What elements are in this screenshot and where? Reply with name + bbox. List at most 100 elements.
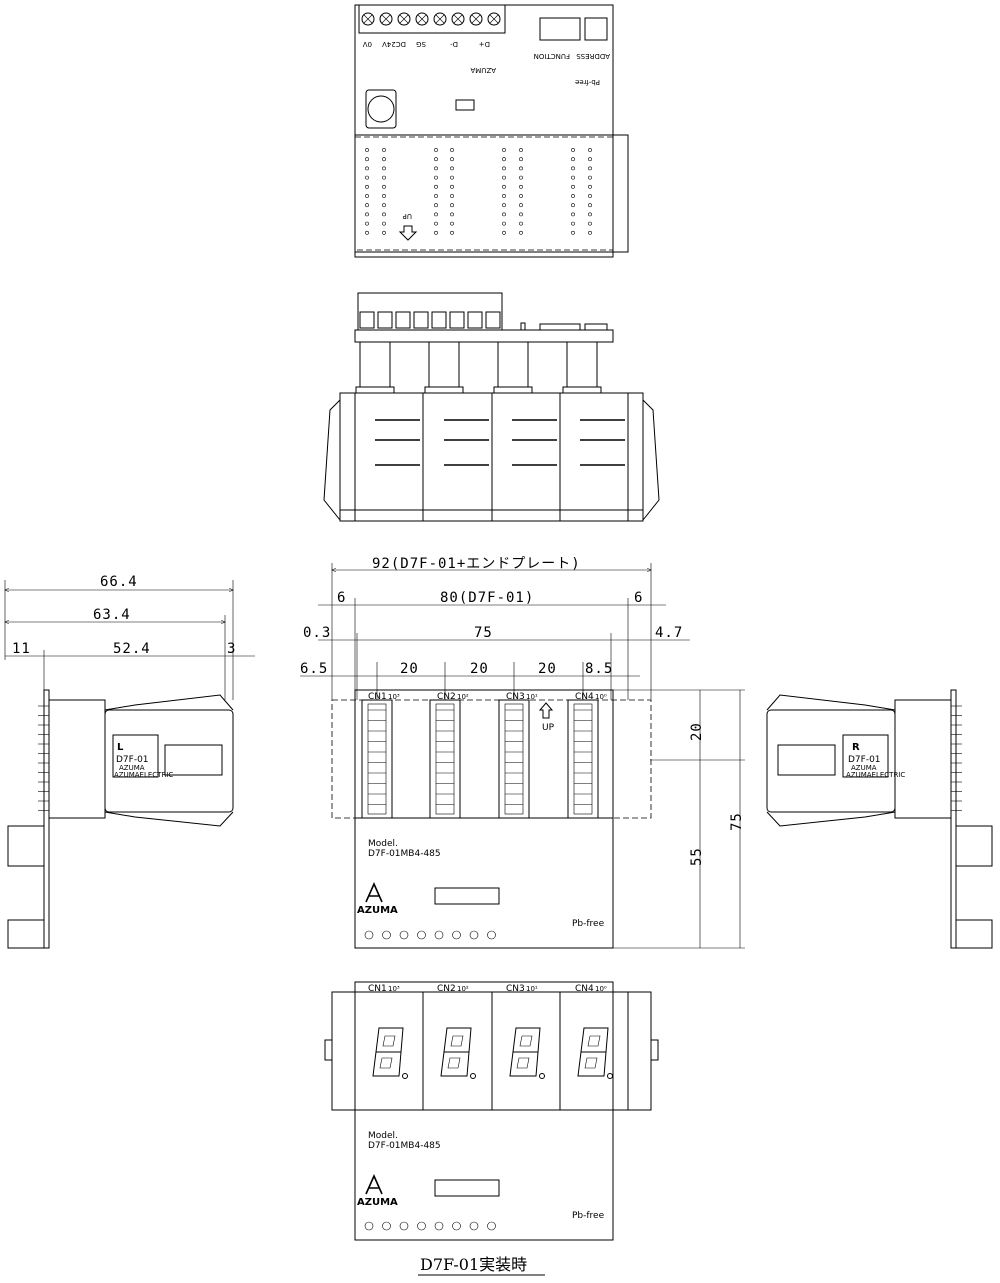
- top-up-label: UP: [403, 212, 412, 220]
- pin-hole: [434, 194, 438, 198]
- screw-slot-icon: [471, 14, 481, 24]
- segment-hole: [516, 1035, 533, 1069]
- disp-cn1-label: CN1: [368, 984, 387, 994]
- pin-hole: [571, 230, 575, 235]
- pin-hole: [382, 212, 386, 217]
- dim-side-total: 66.4: [100, 574, 138, 590]
- pin-hole: [382, 194, 386, 198]
- decimal-point: [607, 1073, 613, 1079]
- top-pbfree: Pb-free: [575, 78, 600, 86]
- pin-hole: [588, 194, 592, 198]
- pin-hole: [365, 203, 369, 208]
- connector-base: [424, 386, 464, 394]
- pin-hole: [382, 184, 386, 189]
- screw-slot-icon: [435, 14, 445, 24]
- trimmer-icon: [382, 1221, 391, 1231]
- trimmer-icon: [417, 1221, 426, 1231]
- pin-hole: [588, 230, 592, 235]
- pin-hole: [382, 221, 386, 226]
- pin-hole: [434, 221, 438, 226]
- dim-pitch-1: 20: [400, 661, 419, 677]
- terminal-screw-icon: [433, 12, 447, 26]
- connector-base: [562, 386, 602, 394]
- connector-base: [493, 386, 533, 394]
- disp-model-number: D7F-01MB4-485: [368, 1141, 441, 1151]
- disp-brand: AZUMA: [357, 1197, 398, 1208]
- pin-hole: [365, 221, 369, 226]
- pin-hole: [588, 175, 592, 180]
- pin-hole: [450, 221, 454, 226]
- connector-housing: [428, 341, 460, 388]
- pin-hole: [434, 166, 438, 171]
- segment-hole: [379, 1035, 396, 1069]
- left-letter: L: [117, 742, 124, 753]
- front-pbfree: Pb-free: [572, 919, 605, 929]
- connector-base: [355, 386, 395, 394]
- decimal-point: [470, 1073, 476, 1079]
- dim-pitch-end: 8.5: [585, 661, 613, 677]
- model-label: Model.: [368, 839, 398, 849]
- pin-hole: [502, 212, 506, 217]
- profile-view: [323, 292, 660, 522]
- connector-inner: [435, 703, 455, 815]
- pin-hole: [382, 175, 386, 180]
- pin-hole: [450, 230, 454, 235]
- seven-segment-digit-icon: [509, 1027, 541, 1077]
- pin-hole: [571, 203, 575, 208]
- term-label-sg: SG: [416, 40, 426, 48]
- disp-pbfree: Pb-free: [572, 1211, 605, 1221]
- seven-segment-digit-icon: [372, 1027, 404, 1077]
- pin-hole: [382, 203, 386, 208]
- seven-segment-digit-icon: [440, 1027, 472, 1077]
- pin-hole: [519, 194, 523, 198]
- connector-housing: [497, 341, 529, 388]
- left-side-view: [5, 580, 255, 949]
- pin-hole: [519, 166, 523, 171]
- dim-side-mid: 63.4: [93, 607, 131, 623]
- trimmer-icon: [417, 930, 426, 940]
- trimmer-icon: [364, 930, 374, 940]
- dim-pitch-2: 20: [470, 661, 489, 677]
- term-label-d-minus: D-: [450, 40, 458, 48]
- right-brand: AZUMA: [851, 764, 877, 772]
- front-up-arrow-icon: [538, 702, 554, 719]
- screw-slot-icon: [399, 14, 409, 24]
- pin-hole: [519, 203, 523, 208]
- pin-hole: [519, 148, 523, 152]
- terminal-block-cell: [395, 311, 411, 329]
- pin-hole: [365, 230, 369, 235]
- pin-hole: [365, 166, 369, 171]
- trimmer-icon: [469, 1221, 479, 1231]
- screw-slot-icon: [381, 14, 391, 24]
- disp-model-label: Model.: [368, 1131, 398, 1141]
- pin-hole: [450, 184, 454, 189]
- right-model: D7F-01: [848, 755, 881, 765]
- terminal-block-cell: [449, 311, 465, 329]
- dim-inner-75: 75: [474, 625, 493, 641]
- disp-azuma-logo-icon: [365, 1174, 383, 1195]
- dim-side-52: 52.4: [113, 641, 151, 657]
- terminal-block-cell: [413, 311, 429, 329]
- pin-hole: [571, 157, 575, 162]
- terminal-screw-icon: [451, 12, 465, 26]
- terminal-screw-icon: [379, 12, 393, 26]
- cn4-label: CN4: [575, 692, 594, 702]
- pin-hole: [571, 175, 575, 180]
- display-view: [324, 981, 659, 1241]
- pin-hole: [588, 184, 592, 189]
- pin-hole: [450, 203, 454, 208]
- pin-hole: [382, 148, 386, 152]
- right-side-view: [766, 689, 993, 949]
- pin-hole: [588, 148, 592, 152]
- pin-hole: [519, 157, 523, 162]
- pin-hole: [502, 157, 506, 162]
- terminal-screw-icon: [361, 12, 375, 26]
- terminal-block-cell: [467, 311, 483, 329]
- trimmer-icon: [434, 930, 444, 940]
- pin-hole: [365, 212, 369, 217]
- pin-hole: [502, 230, 506, 235]
- pin-hole: [365, 194, 369, 198]
- trimmer-icon: [399, 930, 409, 940]
- pin-hole: [365, 148, 369, 152]
- pin-hole: [519, 212, 523, 217]
